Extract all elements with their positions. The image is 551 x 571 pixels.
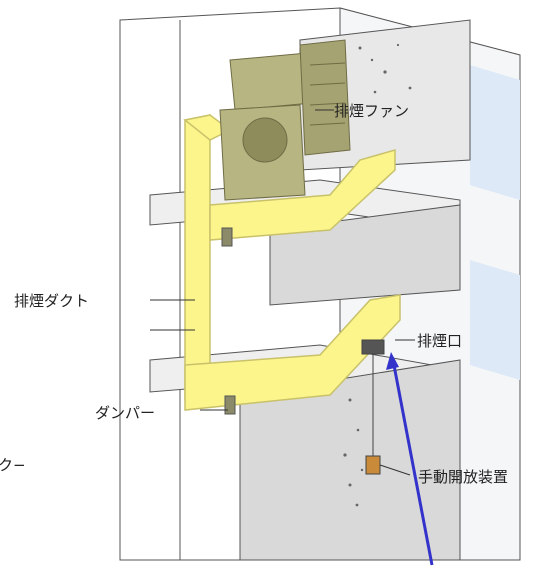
sky-strip-1 xyxy=(470,65,520,200)
label-duct: 排煙ダクト xyxy=(14,292,89,310)
dampers xyxy=(221,227,236,415)
leader-lines xyxy=(150,109,415,476)
pointer-arrow xyxy=(386,352,434,566)
outlet-assembly xyxy=(361,339,385,475)
damper-lower xyxy=(224,395,236,415)
fan-motor xyxy=(242,117,288,163)
building-structure xyxy=(119,7,521,561)
duct-bottom-horizontal xyxy=(184,294,401,411)
arrow-head xyxy=(386,352,399,370)
label-fan: 排煙ファン xyxy=(334,102,409,120)
exhaust-fan xyxy=(219,39,351,201)
label-cut: ク− xyxy=(0,456,26,474)
shaded-area-lower xyxy=(239,359,461,561)
manual-release-box xyxy=(365,455,381,475)
smoke-particles xyxy=(343,43,412,507)
label-manual: 手動開放装置 xyxy=(418,468,508,486)
fan-louver xyxy=(299,39,351,156)
label-damper: ダンパー xyxy=(95,404,155,422)
exhaust-outlet xyxy=(361,339,385,355)
label-outlet: 排煙口 xyxy=(417,332,462,350)
arrow-shaft xyxy=(391,359,434,566)
duct-vertical-riser xyxy=(184,114,211,401)
sky-strip-2 xyxy=(470,260,520,380)
exhaust-duct xyxy=(183,114,401,411)
damper-upper xyxy=(221,227,233,247)
